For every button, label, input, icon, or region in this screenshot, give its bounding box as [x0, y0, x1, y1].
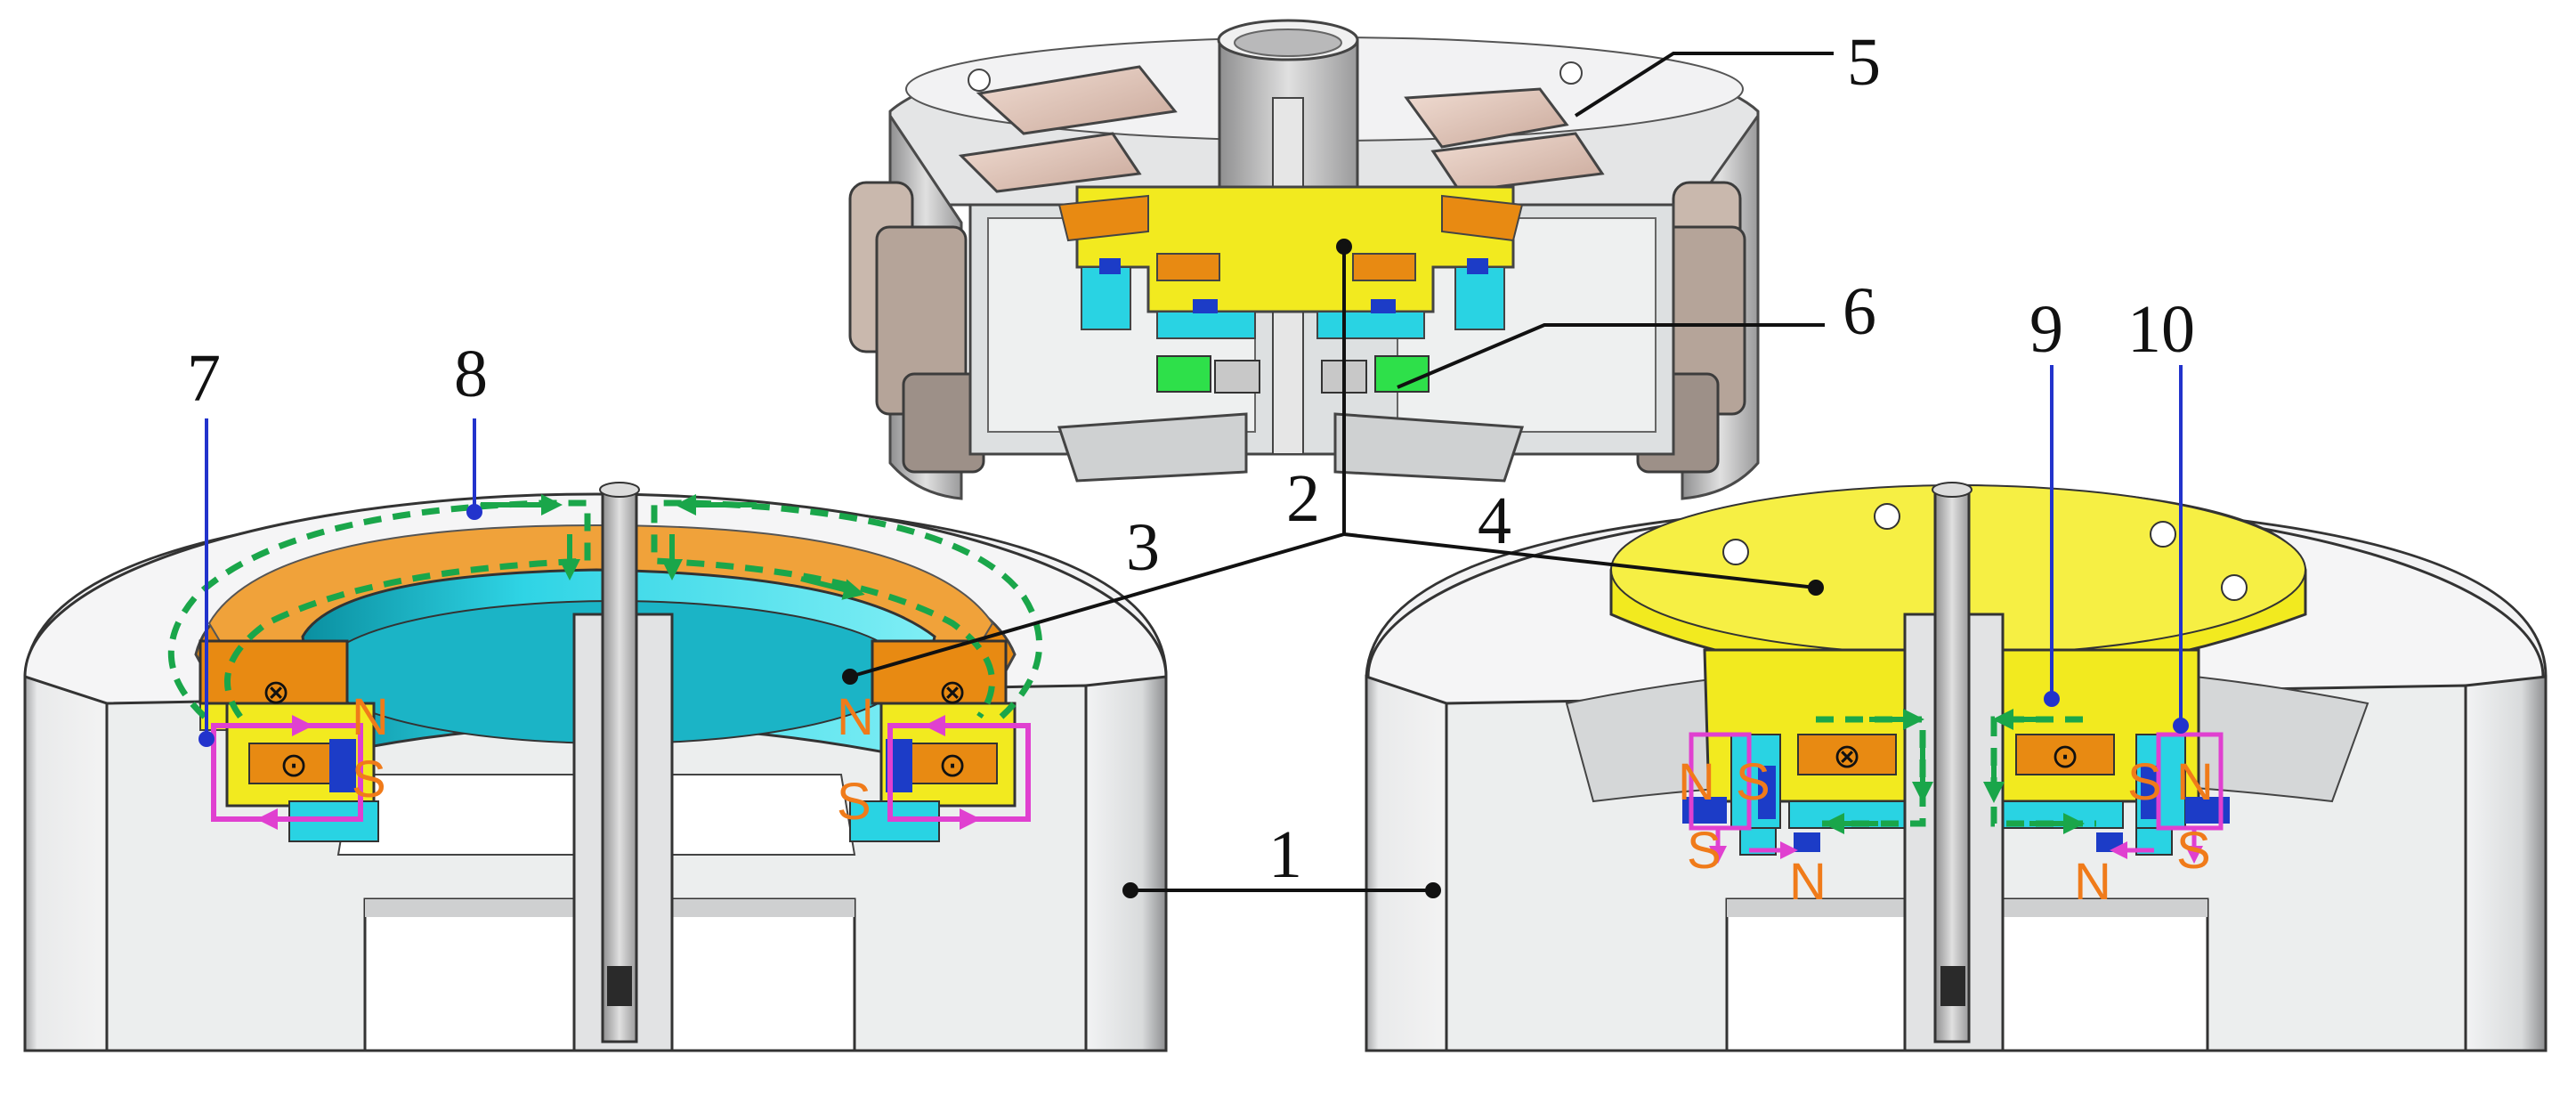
pole-n-base-c: N: [1789, 853, 1827, 911]
left-base-assembly: [23, 482, 1168, 1052]
current-in-symbol-base-right: ⊗: [1833, 736, 1861, 775]
pole-s-base-b: S: [1687, 822, 1721, 880]
label-part-4: 4: [1478, 483, 1511, 558]
current-symbols: ⊗ ⊙ ⊗ ⊙ ⊗ ⊙: [262, 672, 2079, 784]
label-part-1: 1: [1268, 817, 1302, 892]
right-base-assembly: [1365, 482, 2548, 1052]
pole-n-base-f: N: [2074, 853, 2111, 911]
pole-s-right: S: [837, 773, 871, 831]
pole-s-left: S: [352, 751, 386, 808]
magnet-loop-right-base-b: [2156, 732, 2224, 831]
current-out-symbol-left: ⊙: [279, 745, 308, 784]
pole-n-left: N: [352, 688, 389, 746]
label-part-8: 8: [454, 337, 488, 411]
label-part-10: 10: [2127, 292, 2195, 367]
pole-s-base-d: S: [2127, 753, 2162, 811]
current-out-symbol-right: ⊙: [938, 745, 967, 784]
leader-lines-blue: [198, 365, 2189, 747]
pole-n-base-e: N: [2176, 753, 2214, 811]
flux-paths: [167, 494, 2096, 834]
label-part-2: 2: [1286, 461, 1320, 536]
pole-n-right: N: [837, 688, 874, 746]
assembled-actuator: [848, 19, 1760, 500]
current-in-symbol-left: ⊗: [262, 672, 290, 711]
part-numbers: 1 2 3 4 5 6 7 8 9 10: [187, 25, 2195, 892]
pole-s-base-a: S: [1736, 753, 1770, 811]
pole-labels: N S N S N S S N S N N S: [352, 688, 2214, 911]
current-out-symbol-base-right: ⊙: [2051, 736, 2079, 775]
label-part-6: 6: [1843, 274, 1876, 349]
leader-lines: [842, 52, 1834, 898]
pole-s-base-g: S: [2176, 822, 2211, 880]
label-part-7: 7: [187, 341, 221, 416]
label-part-5: 5: [1847, 25, 1881, 100]
magnet-loops: [211, 715, 2224, 864]
label-part-9: 9: [2029, 292, 2063, 367]
current-in-symbol-right: ⊗: [938, 672, 967, 711]
label-part-3: 3: [1126, 510, 1160, 585]
pole-n-base-a: N: [1678, 753, 1715, 811]
